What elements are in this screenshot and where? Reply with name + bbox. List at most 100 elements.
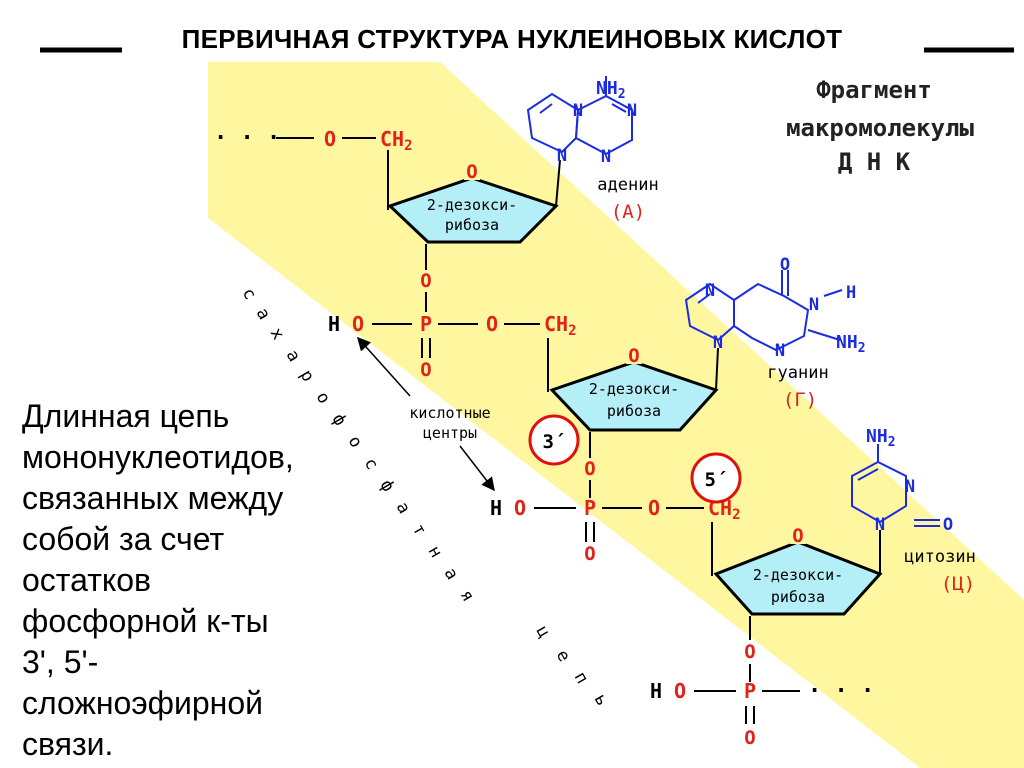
- description-line: остатков: [22, 562, 151, 598]
- ring-oxygen: O: [466, 161, 477, 183]
- base-code: (Г): [783, 389, 817, 411]
- backbone-letter: ь: [590, 691, 612, 710]
- nitrogen-atom: N: [601, 147, 611, 167]
- nitrogen-atom: N: [775, 341, 785, 361]
- nh2-group: NH2: [836, 332, 866, 356]
- backbone-letter: а: [282, 347, 304, 366]
- backbone-letter: о: [312, 389, 334, 408]
- nitrogen-atom: N: [705, 281, 715, 301]
- description-line: связанных между: [22, 480, 284, 516]
- phosphate-group-3: H O P · · · O: [650, 679, 874, 749]
- backbone-letter: о: [344, 433, 366, 452]
- backbone-letter: ф: [376, 477, 398, 496]
- guanine-base: [684, 270, 843, 352]
- ch2-group: CH2: [544, 312, 577, 339]
- oxygen-atom: O: [744, 727, 755, 749]
- backbone-letter: а: [252, 305, 274, 324]
- nitrogen-atom: N: [627, 101, 637, 121]
- oxygen-atom: O: [780, 255, 790, 275]
- caption-line: Фрагмент: [816, 76, 932, 104]
- arrow-to-upper-oh: [356, 336, 411, 397]
- description-line: фосфорной к-ты: [22, 603, 269, 639]
- oxygen-atom: O: [648, 496, 660, 520]
- oxygen-atom: O: [744, 641, 755, 663]
- description-line: Длинная цепь: [22, 398, 230, 434]
- backbone-letter: х: [266, 325, 288, 344]
- three-prime-marker: [528, 414, 580, 466]
- ch2-group: CH2: [380, 127, 413, 154]
- description-line: собой за счет: [22, 521, 225, 557]
- oxygen-atom: O: [943, 515, 953, 535]
- oxygen-atom: O: [420, 270, 431, 292]
- ring-oxygen: O: [792, 525, 803, 547]
- ring-oxygen: O: [628, 345, 639, 367]
- chain-ellipsis: · · ·: [808, 679, 874, 704]
- nucleotide-2: O 2-дезокси- рибоза O O N N N N H NH2 гу…: [549, 255, 866, 498]
- base-name: гуанин: [767, 363, 828, 383]
- description-line: 3', 5'-: [22, 644, 99, 680]
- nh2-group: NH2: [866, 426, 896, 450]
- description-line: сложноэфирной: [22, 685, 264, 721]
- five-prime-marker: [690, 452, 742, 504]
- caption-line: Д Н К: [838, 148, 911, 176]
- base-name: аденин: [597, 175, 658, 195]
- backbone-letter: ф: [328, 411, 350, 430]
- base-name: цитозин: [904, 547, 976, 567]
- caption-line: макромолекулы: [786, 114, 974, 142]
- backbone-letter: п: [570, 669, 592, 688]
- phosphorus-atom: P: [744, 679, 756, 703]
- nitrogen-atom: N: [809, 295, 819, 315]
- deoxyribose-ring: [387, 176, 559, 244]
- oxygen-atom: O: [486, 312, 498, 336]
- sugar-label: рибоза: [771, 588, 825, 606]
- backbone-letter: с: [238, 285, 260, 304]
- hydrogen-atom: H: [846, 283, 856, 303]
- oxygen-atom: O: [584, 543, 595, 565]
- backbone-letter: т: [408, 521, 430, 540]
- backbone-letter: с: [360, 455, 382, 474]
- description-text: Длинная цепь мононуклеотидов, связанных …: [22, 396, 342, 765]
- description-line: мононуклеотидов,: [22, 439, 294, 475]
- nitrogen-atom: N: [713, 333, 723, 353]
- phosphorus-atom: P: [584, 496, 596, 520]
- arrow-to-lower-oh: [459, 445, 495, 492]
- nitrogen-atom: N: [905, 477, 915, 497]
- deoxyribose-ring: [549, 360, 719, 432]
- description-line: связи.: [22, 726, 114, 762]
- base-code: (Ц): [941, 573, 975, 595]
- backbone-letter: н: [424, 543, 446, 562]
- phosphorus-atom: P: [420, 312, 432, 336]
- oxygen-atom: O: [420, 359, 431, 381]
- adenine-base: [526, 76, 633, 156]
- sugar-label: рибоза: [607, 402, 661, 420]
- hydrogen-atom: H: [650, 679, 662, 703]
- backbone-letter: р: [296, 367, 318, 386]
- five-prime-label: 5´: [705, 469, 728, 491]
- oxygen-atom: O: [674, 679, 686, 703]
- nitrogen-atom: N: [573, 101, 583, 121]
- base-code: (А): [611, 201, 645, 223]
- backbone-letter: я: [456, 587, 478, 606]
- acid-centers-annotation: кислотные центры: [356, 336, 495, 492]
- nh2-group: NH2: [596, 78, 626, 102]
- oxygen-atom: O: [324, 127, 336, 151]
- chain-ellipsis: · · ·: [214, 126, 280, 151]
- backbone-letter: е: [552, 647, 574, 666]
- hydrogen-atom: H: [328, 312, 340, 336]
- oxygen-atom: O: [584, 458, 595, 480]
- sugar-label: рибоза: [445, 216, 499, 234]
- cytosine-base: [851, 444, 940, 527]
- sugar-label: 2-дезокси-: [589, 380, 679, 398]
- deoxyribose-ring: [713, 540, 883, 616]
- sugar-label: 2-дезокси-: [753, 566, 843, 584]
- oxygen-atom: O: [514, 496, 526, 520]
- acid-centers-label: кислотные: [409, 404, 490, 422]
- slide-title: ПЕРВИЧНАЯ СТРУКТУРА НУКЛЕИНОВЫХ КИСЛОТ: [181, 24, 843, 54]
- nucleotide-3: O 2-дезокси- рибоза O NH2 N N O цитозин …: [713, 426, 976, 682]
- backbone-letter: ц: [532, 623, 554, 642]
- phosphate-group-2: H O P O CH2 O: [490, 496, 741, 576]
- backbone-letter: а: [440, 565, 462, 584]
- acid-centers-label: центры: [423, 424, 477, 442]
- nitrogen-atom: N: [557, 146, 567, 166]
